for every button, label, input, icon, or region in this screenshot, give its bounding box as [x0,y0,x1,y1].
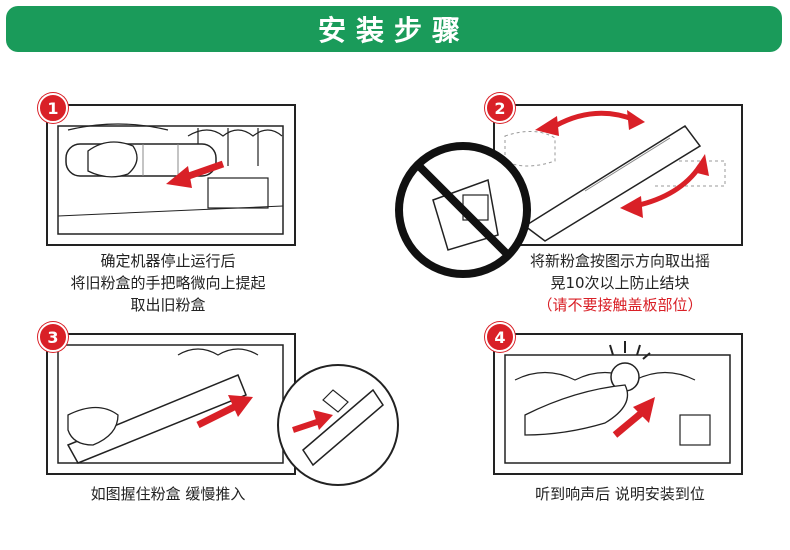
page-title: 安装步骤 [317,14,470,47]
step-2-line-1: 将新粉盒按图示方向取出摇 [529,252,710,270]
step-4-caption: 听到响声后 说明安装到位 [470,483,770,505]
title-banner: 安装步骤 [6,6,782,52]
step-4-illustration [493,333,743,475]
do-not-touch-icon [395,142,531,278]
step-4-line-1: 听到响声后 说明安装到位 [535,485,705,503]
step-1-line-2: 将旧粉盒的手把略微向上提起 [70,274,266,292]
step-1-caption: 确定机器停止运行后 将旧粉盒的手把略微向上提起 取出旧粉盒 [18,250,318,316]
step-2-warning: （请不要接触盖板部位） [537,296,703,314]
step-3-zoom-detail [277,364,399,486]
step-3-illustration [46,333,296,475]
step-3-line-1: 如图握住粉盒 缓慢推入 [90,485,246,503]
step-2-caption: 将新粉盒按图示方向取出摇 晃10次以上防止结块 （请不要接触盖板部位） [470,250,770,316]
step-2-illustration [493,104,743,246]
step-1-line-3: 取出旧粉盒 [130,296,206,314]
step-3-badge: 3 [38,322,68,352]
step-3-caption: 如图握住粉盒 缓慢推入 [18,483,318,505]
step-1-badge: 1 [38,93,68,123]
step-4-badge: 4 [485,322,515,352]
step-1-illustration [46,104,296,246]
step-2-line-2: 晃10次以上防止结块 [550,274,690,292]
step-1-line-1: 确定机器停止运行后 [100,252,236,270]
step-2-badge: 2 [485,93,515,123]
